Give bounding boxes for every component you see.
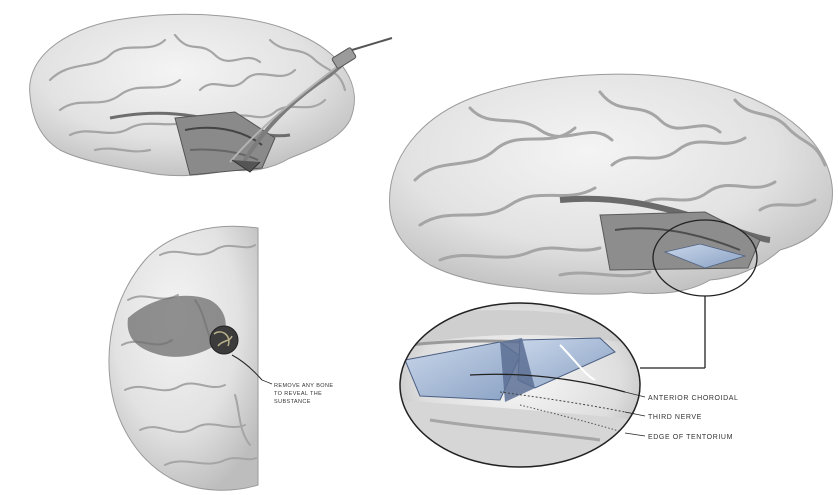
label-anterior-choroidal: ANTERIOR CHOROIDAL: [648, 395, 739, 402]
zoom-lens: [400, 303, 640, 470]
label-small-note-1: REMOVE ANY BONE: [274, 383, 333, 389]
label-third-nerve: THIRD NERVE: [648, 414, 702, 421]
label-small-note-2: TO REVEAL THE: [274, 391, 322, 397]
half-brain-outline: [109, 226, 258, 490]
small-lateral-brain: [30, 14, 392, 175]
large-lateral-brain: [390, 74, 833, 296]
zoom-leader: [640, 296, 705, 368]
half-brain-exposed-target: [210, 326, 238, 354]
label-small-note-3: SUBSTANCE: [274, 399, 311, 405]
inferior-half-brain: [109, 226, 262, 490]
label-edge-of-tentorium: EDGE OF TENTORIUM: [648, 434, 733, 441]
